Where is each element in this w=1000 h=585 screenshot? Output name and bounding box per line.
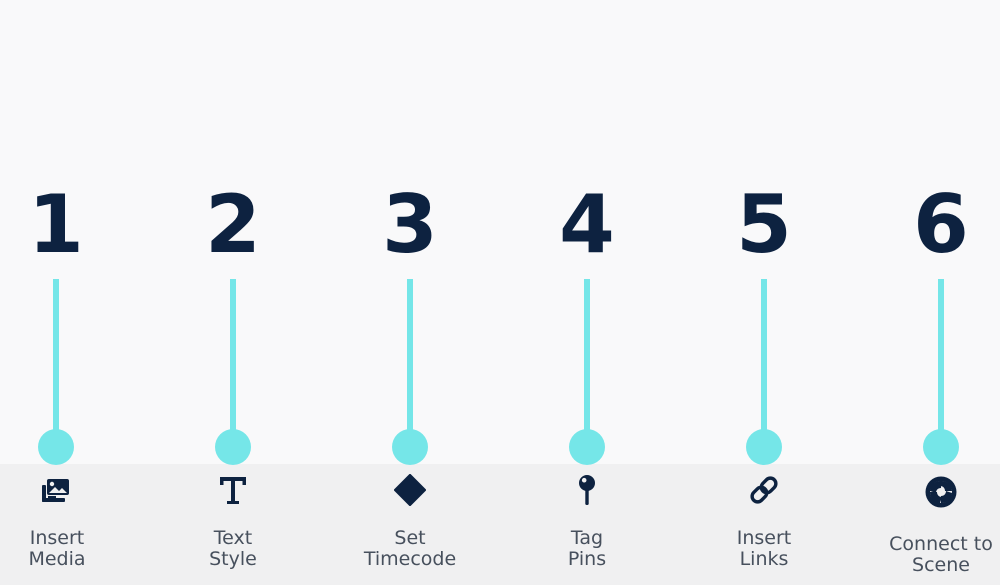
insert-media-button[interactable]: Insert Media xyxy=(0,464,122,585)
callout-line xyxy=(761,279,767,439)
callout-number: 4 xyxy=(559,178,615,271)
pushpin-icon xyxy=(571,474,603,506)
callout-line xyxy=(230,279,236,439)
chain-link-icon xyxy=(748,474,780,506)
connect-to-scene-button[interactable]: Connect to Scene xyxy=(876,464,1000,585)
callout-number: 1 xyxy=(28,178,84,271)
tool-label: Set Timecode xyxy=(363,527,457,570)
set-timecode-button[interactable]: Set Timecode xyxy=(345,464,475,585)
callout-number: 2 xyxy=(205,178,261,271)
toolbar xyxy=(0,464,1000,585)
callout-dot xyxy=(392,429,428,465)
callout-dot xyxy=(215,429,251,465)
callout-line xyxy=(53,279,59,439)
callout-dot xyxy=(746,429,782,465)
tool-label: Insert Media xyxy=(28,527,86,570)
callout-dot xyxy=(569,429,605,465)
diamond-keyframe-icon xyxy=(394,474,426,506)
callout-line xyxy=(407,279,413,439)
text-style-button[interactable]: Text Style xyxy=(168,464,298,585)
text-style-icon xyxy=(217,474,249,506)
tool-label: Text Style xyxy=(209,527,257,570)
callout-4: 4 xyxy=(527,0,647,465)
callout-dot xyxy=(923,429,959,465)
callout-line xyxy=(938,279,944,439)
insert-links-button[interactable]: Insert Links xyxy=(699,464,829,585)
media-gallery-icon xyxy=(41,474,73,506)
callout-6: 6 xyxy=(881,0,1000,465)
callout-line xyxy=(584,279,590,439)
tag-pins-button[interactable]: Tag Pins xyxy=(522,464,652,585)
callout-number: 5 xyxy=(736,178,792,271)
tool-label: Connect to Scene xyxy=(889,533,993,576)
callout-dot xyxy=(38,429,74,465)
tool-label: Insert Links xyxy=(736,527,792,570)
aperture-icon xyxy=(925,476,957,508)
callout-5: 5 xyxy=(704,0,824,465)
callout-3: 3 xyxy=(350,0,470,465)
callout-number: 6 xyxy=(913,178,969,271)
callout-2: 2 xyxy=(173,0,293,465)
tool-label: Tag Pins xyxy=(567,527,607,570)
callout-number: 3 xyxy=(382,178,438,271)
callout-1: 1 xyxy=(0,0,116,465)
